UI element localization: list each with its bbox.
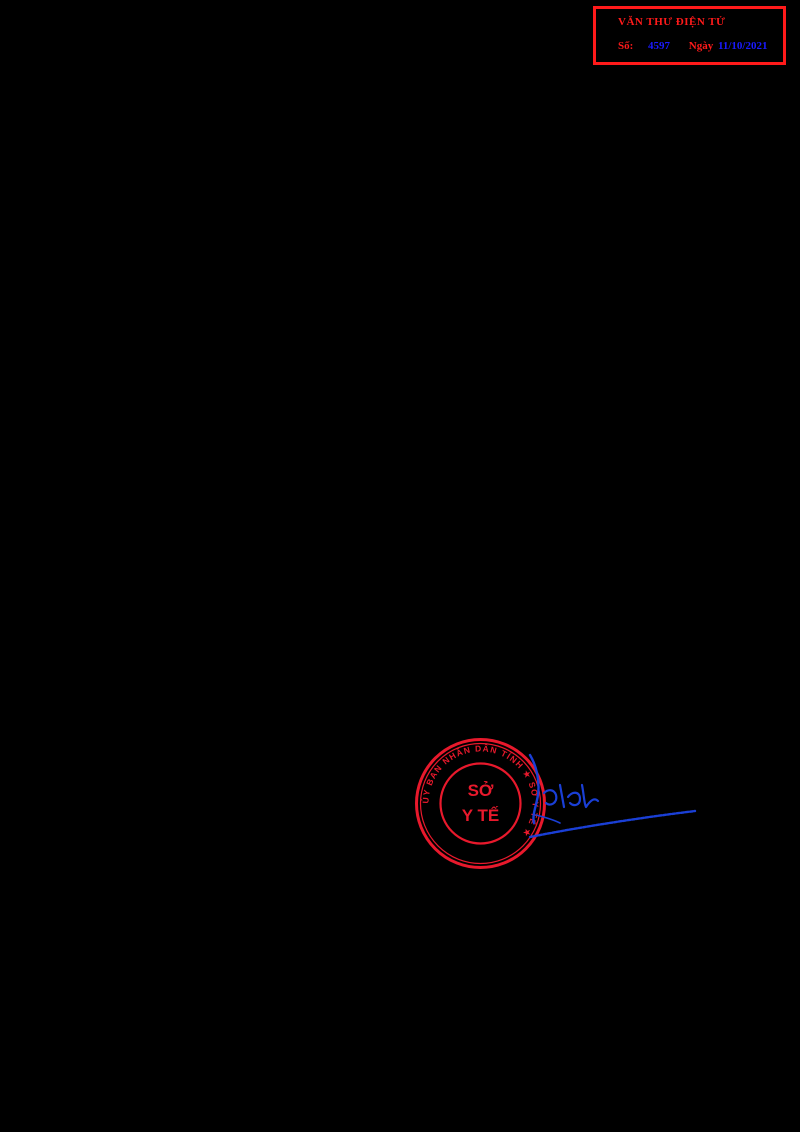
arrival-number-label: Số: xyxy=(618,40,634,52)
arrival-stamp-box: VĂN THƯ ĐIỆN TỬ Số: 4597 Ngày 11/10/2021 xyxy=(593,6,786,65)
handwritten-signature xyxy=(528,753,697,839)
arrival-stamp-title: VĂN THƯ ĐIỆN TỬ xyxy=(618,16,726,28)
seal-outer-inner-ring xyxy=(419,742,542,865)
arrival-number-value: 4597 xyxy=(648,40,671,52)
arrival-stamp-number-row: Số: 4597 Ngày 11/10/2021 xyxy=(618,40,768,52)
seal-inner-ring xyxy=(439,762,522,845)
arrival-date-label: Ngày xyxy=(688,40,714,52)
official-seal-stamp: ỦY BAN NHÂN DÂN TỈNH ★ SỞ Y TẾ ★ SỞ Y TẾ xyxy=(415,738,546,869)
seal-center-line-1: SỞ xyxy=(468,781,494,800)
arrival-date-value: 11/10/2021 xyxy=(717,40,768,52)
seal-center-line-2: Y TẾ xyxy=(462,806,499,825)
seal-outer-ring xyxy=(415,738,546,869)
